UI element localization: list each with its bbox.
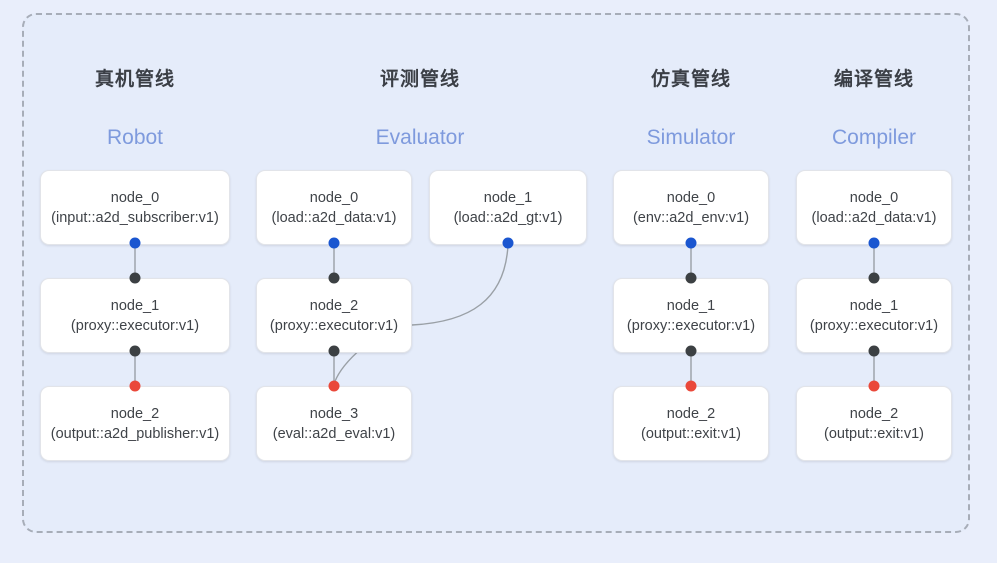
node-card[interactable]: node_1(proxy::executor:v1) (40, 278, 230, 353)
port-dark-dot-icon[interactable] (328, 345, 340, 357)
node-card[interactable]: node_0(env::a2d_env:v1) (613, 170, 769, 245)
port-dark-dot-icon[interactable] (129, 272, 141, 284)
node-card[interactable]: node_1(proxy::executor:v1) (613, 278, 769, 353)
port-dark-dot-icon[interactable] (685, 345, 697, 357)
node-type-label: (load::a2d_gt:v1) (453, 209, 563, 226)
node-id-label: node_0 (309, 189, 359, 206)
node-type-label: (proxy::executor:v1) (70, 317, 200, 334)
port-dark-dot-icon[interactable] (328, 272, 340, 284)
port-blue-dot-icon[interactable] (129, 237, 141, 249)
node-type-label: (proxy::executor:v1) (269, 317, 399, 334)
port-dark-dot-icon[interactable] (868, 272, 880, 284)
node-card[interactable]: node_2(output::exit:v1) (613, 386, 769, 461)
node-card[interactable]: node_2(output::exit:v1) (796, 386, 952, 461)
node-id-label: node_0 (110, 189, 160, 206)
column-title-cn-robot: 真机管线 (94, 69, 176, 90)
port-blue-dot-icon[interactable] (328, 237, 340, 249)
port-dark-dot-icon[interactable] (868, 345, 880, 357)
column-title-cn-compiler: 编译管线 (833, 69, 915, 90)
column-title-en-simulator: Simulator (646, 126, 736, 149)
node-id-label: node_2 (110, 405, 160, 422)
node-id-label: node_2 (666, 405, 716, 422)
node-id-label: node_1 (849, 297, 899, 314)
node-type-label: (output::a2d_publisher:v1) (50, 425, 220, 442)
port-blue-dot-icon[interactable] (502, 237, 514, 249)
node-card[interactable]: node_2(proxy::executor:v1) (256, 278, 412, 353)
node-type-label: (load::a2d_data:v1) (811, 209, 937, 226)
node-card[interactable]: node_0(load::a2d_data:v1) (256, 170, 412, 245)
port-blue-dot-icon[interactable] (868, 237, 880, 249)
column-title-en-evaluator: Evaluator (375, 126, 465, 149)
node-type-label: (env::a2d_env:v1) (632, 209, 750, 226)
node-type-label: (proxy::executor:v1) (809, 317, 939, 334)
node-card[interactable]: node_0(load::a2d_data:v1) (796, 170, 952, 245)
node-id-label: node_1 (666, 297, 716, 314)
node-type-label: (eval::a2d_eval:v1) (272, 425, 396, 442)
node-id-label: node_3 (309, 405, 359, 422)
node-type-label: (input::a2d_subscriber:v1) (51, 209, 219, 226)
node-card[interactable]: node_1(load::a2d_gt:v1) (429, 170, 587, 245)
node-id-label: node_2 (309, 297, 359, 314)
port-red-dot-icon[interactable] (129, 380, 141, 392)
node-card[interactable]: node_0(input::a2d_subscriber:v1) (40, 170, 230, 245)
column-title-en-robot: Robot (106, 126, 164, 149)
column-title-cn-evaluator: 评测管线 (379, 69, 461, 90)
node-card[interactable]: node_3(eval::a2d_eval:v1) (256, 386, 412, 461)
column-title-cn-simulator: 仿真管线 (650, 69, 732, 90)
port-blue-dot-icon[interactable] (685, 237, 697, 249)
node-card[interactable]: node_1(proxy::executor:v1) (796, 278, 952, 353)
node-id-label: node_1 (483, 189, 533, 206)
node-type-label: (output::exit:v1) (641, 425, 741, 442)
port-red-dot-icon[interactable] (868, 380, 880, 392)
node-card[interactable]: node_2(output::a2d_publisher:v1) (40, 386, 230, 461)
port-dark-dot-icon[interactable] (685, 272, 697, 284)
node-id-label: node_0 (666, 189, 716, 206)
column-title-en-compiler: Compiler (831, 126, 917, 149)
node-type-label: (output::exit:v1) (824, 425, 924, 442)
node-id-label: node_2 (849, 405, 899, 422)
node-id-label: node_1 (110, 297, 160, 314)
port-red-dot-icon[interactable] (328, 380, 340, 392)
node-type-label: (proxy::executor:v1) (626, 317, 756, 334)
node-id-label: node_0 (849, 189, 899, 206)
port-red-dot-icon[interactable] (685, 380, 697, 392)
node-type-label: (load::a2d_data:v1) (271, 209, 397, 226)
port-dark-dot-icon[interactable] (129, 345, 141, 357)
